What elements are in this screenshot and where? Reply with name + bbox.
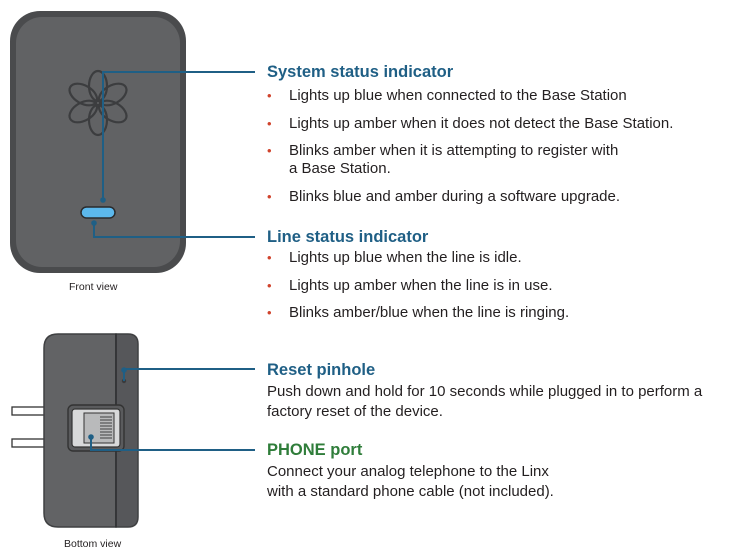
list-item: Blinks amber/blue when the line is ringi… <box>267 304 737 322</box>
list-item: Lights up amber when the line is in use. <box>267 277 737 295</box>
system-status-list: Lights up blue when connected to the Bas… <box>267 87 737 215</box>
list-item: Blinks amber when it is attempting to re… <box>267 142 737 178</box>
front-view-caption: Front view <box>69 281 118 293</box>
line-status-list: Lights up blue when the line is idle. Li… <box>267 249 737 332</box>
phone-port-description: Connect your analog telephone to the Lin… <box>267 463 554 500</box>
list-item: Blinks blue and amber during a software … <box>267 188 737 206</box>
list-item: Lights up blue when connected to the Bas… <box>267 87 737 105</box>
reset-heading: Reset pinhole <box>267 361 376 379</box>
front-view-device <box>10 11 186 273</box>
line-status-led <box>80 206 116 219</box>
list-item: Lights up blue when the line is idle. <box>267 249 737 267</box>
ooma-logo-icon <box>68 69 128 137</box>
system-status-heading: System status indicator <box>267 63 454 81</box>
bottom-view-device <box>11 333 139 528</box>
line-status-heading: Line status indicator <box>267 228 429 246</box>
reset-description: Push down and hold for 10 seconds while … <box>267 383 703 420</box>
bottom-view-caption: Bottom view <box>64 538 122 550</box>
list-item: Lights up amber when it does not detect … <box>267 115 737 133</box>
callout-lines-front <box>93 71 255 238</box>
phone-port-heading: PHONE port <box>267 441 363 459</box>
